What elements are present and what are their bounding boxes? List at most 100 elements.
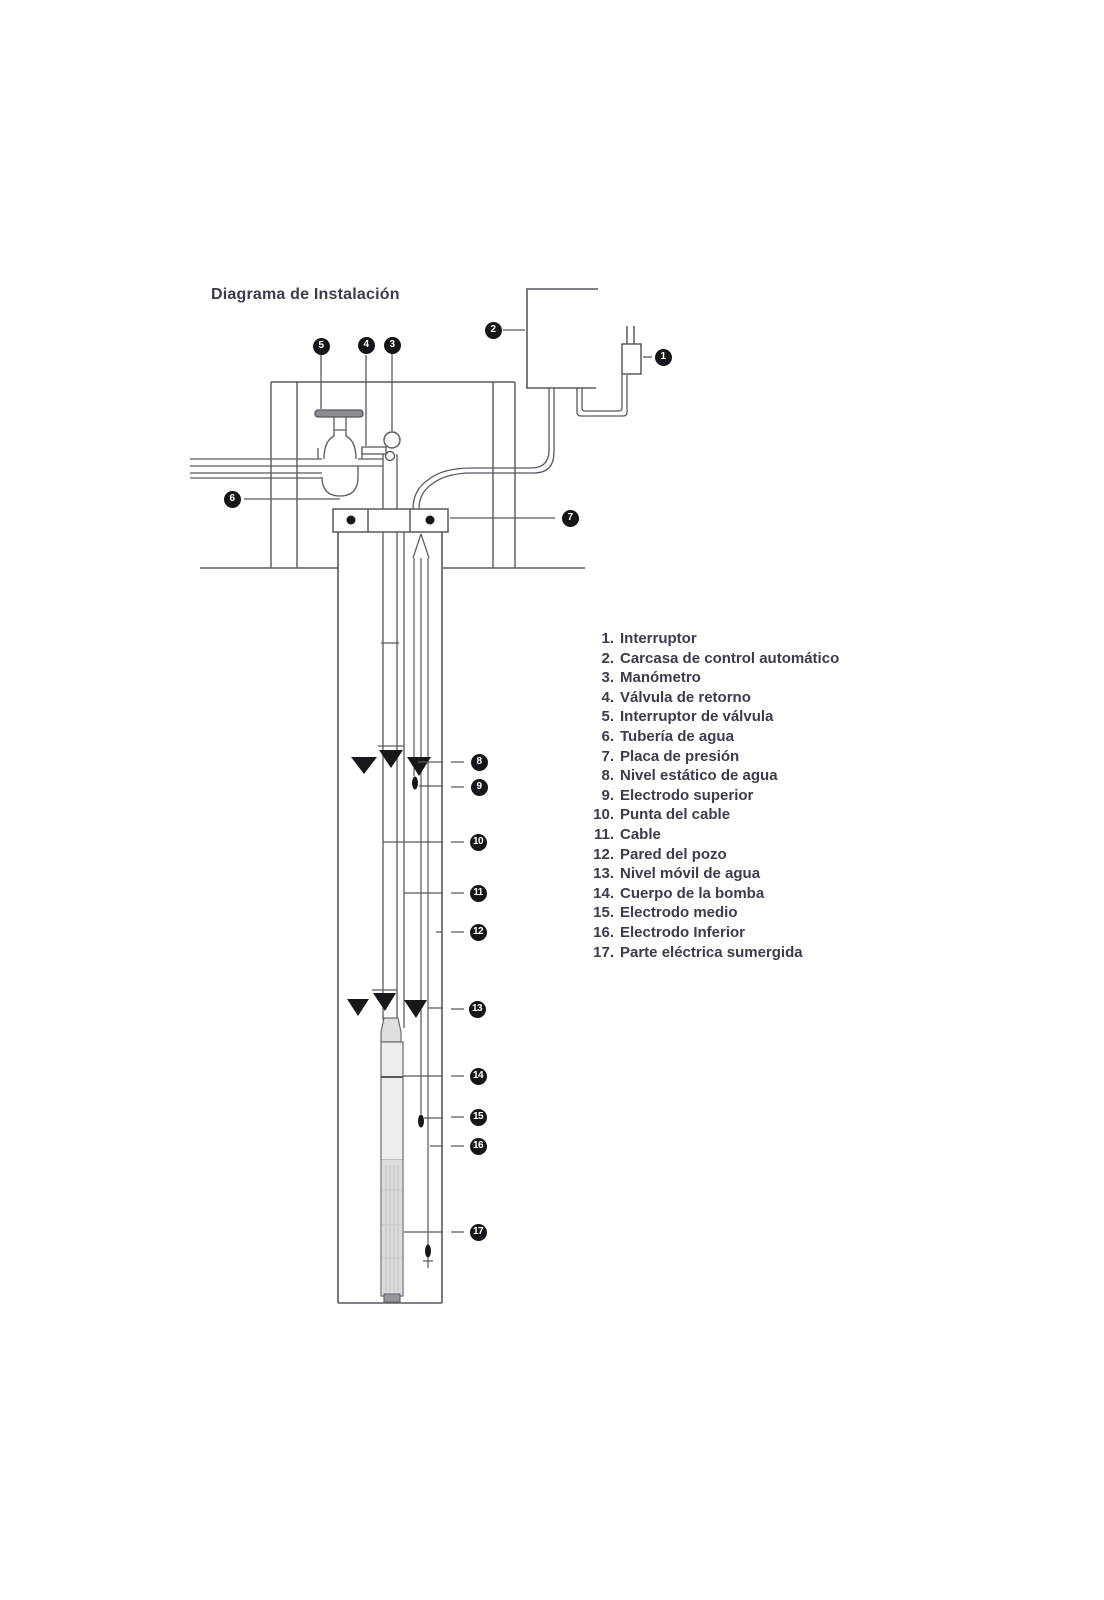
callout-number: 13 <box>472 1003 483 1014</box>
callout-marker-8: 8 <box>470 753 488 771</box>
legend-item-label: Manómetro <box>620 669 701 687</box>
legend-item-number: 11. <box>593 825 614 843</box>
legend-item: 3. Manómetro <box>588 668 839 688</box>
callout-marker-17: 17 <box>469 1223 487 1241</box>
manometer <box>383 431 401 462</box>
leader-lines <box>244 329 652 1233</box>
callout-marker-7: 7 <box>561 509 579 527</box>
legend-item: 15. Electrodo medio <box>588 903 839 923</box>
legend-item-label: Parte eléctrica sumergida <box>620 943 803 961</box>
callout-marker-14: 14 <box>469 1067 487 1085</box>
legend-item-label: Punta del cable <box>620 806 731 824</box>
control-box <box>526 288 598 389</box>
return-valve-tee <box>361 446 387 455</box>
legend-item-number: 1. <box>601 630 614 647</box>
callout-marker-16: 16 <box>469 1137 487 1155</box>
callout-number: 17 <box>473 1226 484 1237</box>
legend-item-number: 13. <box>593 865 614 883</box>
upper-electrode <box>412 776 418 790</box>
callout-number: 11 <box>473 887 483 898</box>
legend-item: 16.Electrodo Inferior <box>588 923 839 943</box>
legend-item: 6. Tubería de agua <box>588 727 839 747</box>
legend-item: 7.Placa de presión <box>588 747 839 767</box>
legend-item: 2. Carcasa de control automático <box>588 649 839 669</box>
legend-item-label: Cuerpo de la bomba <box>620 884 765 902</box>
legend-item-label: Tubería de agua <box>620 727 734 745</box>
callout-number: 15 <box>473 1111 484 1122</box>
legend-item-number: 4. <box>601 688 614 706</box>
callout-marker-3: 3 <box>383 336 401 354</box>
callout-marker-5: 5 <box>312 337 330 355</box>
callout-number: 2 <box>490 324 497 335</box>
legend-item: 4. Válvula de retorno <box>588 688 839 708</box>
legend-item-number: 15. <box>593 904 614 922</box>
gate-valve <box>314 409 364 460</box>
control-cable <box>412 388 555 510</box>
legend-item: 14. Cuerpo de la bomba <box>588 884 839 904</box>
legend-item: 1. Interruptor <box>588 629 839 649</box>
legend-item: 12.Pared del pozo <box>588 845 839 865</box>
legend-item-number: 14. <box>593 884 614 902</box>
legend-item: 5. Interruptor de válvula <box>588 707 839 727</box>
callout-marker-6: 6 <box>223 490 241 508</box>
legend-item: 13. Nivel móvil de agua <box>588 864 839 884</box>
legend-item-number: 10. <box>593 806 614 824</box>
legend-item: 9. Electrodo superior <box>588 786 839 806</box>
legend-item-label: Interruptor de válvula <box>620 708 774 726</box>
callout-marker-4: 4 <box>357 336 375 354</box>
well-casing <box>337 532 443 1304</box>
legend-item-number: 3. <box>601 669 614 687</box>
legend-item-label: Carcasa de control automático <box>620 649 840 667</box>
legend-item-number: 12. <box>593 845 614 863</box>
callout-marker-9: 9 <box>470 778 488 796</box>
legend-item: 11. Cable <box>588 825 839 845</box>
static-water-level <box>351 745 431 776</box>
legend-item-number: 17. <box>593 943 614 961</box>
legend-item: 17. Parte eléctrica sumergida <box>588 943 839 963</box>
pump-body <box>380 1017 404 1303</box>
callout-marker-11: 11 <box>469 884 487 902</box>
callout-marker-1: 1 <box>654 348 672 366</box>
legend-item-number: 8. <box>601 767 614 785</box>
legend-item-number: 6. <box>601 727 614 745</box>
switch-pipe <box>576 375 628 417</box>
riser-pipe <box>381 454 399 1020</box>
pressure-switch <box>621 326 642 375</box>
middle-electrode <box>418 1114 424 1128</box>
legend-item-number: 2. <box>601 649 614 667</box>
callout-number: 6 <box>229 493 236 504</box>
legend-item-label: Placa de presión <box>620 747 740 765</box>
legend-item-label: Electrodo superior <box>620 786 754 804</box>
callout-number: 3 <box>389 339 396 350</box>
callout-number: 8 <box>476 756 483 767</box>
legend-item: 10. Punta del cable <box>588 805 839 825</box>
pressure-plate <box>332 508 449 533</box>
legend-item-number: 9. <box>601 786 614 804</box>
callout-number: 4 <box>363 339 370 350</box>
callout-marker-10: 10 <box>469 833 487 851</box>
callout-marker-2: 2 <box>484 321 502 339</box>
legend-item-label: Nivel móvil de agua <box>620 865 761 883</box>
legend-item: 8. Nivel estático de agua <box>588 766 839 786</box>
lower-electrode <box>425 1244 431 1258</box>
diagram-title: Diagrama de Instalación <box>211 286 400 303</box>
legend-item-label: Interruptor <box>620 630 697 647</box>
legend-item-label: Válvula de retorno <box>620 688 751 706</box>
legend-item-label: Electrodo medio <box>620 904 738 922</box>
callout-marker-13: 13 <box>468 1000 486 1018</box>
electrode-wires <box>412 533 433 1268</box>
legend-item-number: 5. <box>601 708 614 726</box>
legend-item-label: Nivel estático de agua <box>620 767 778 785</box>
callout-number: 16 <box>473 1140 484 1151</box>
callout-number: 1 <box>660 351 667 362</box>
legend: 1. Interruptor 2. Carcasa de control autom… <box>588 629 839 962</box>
callout-number: 7 <box>567 512 574 523</box>
wire-end-marker <box>423 1257 433 1268</box>
callout-marker-12: 12 <box>469 923 487 941</box>
callout-number: 12 <box>473 926 484 937</box>
legend-item-number: 16. <box>593 923 614 941</box>
foundation-and-ground <box>200 381 585 569</box>
legend-item-label: Cable <box>620 825 661 843</box>
